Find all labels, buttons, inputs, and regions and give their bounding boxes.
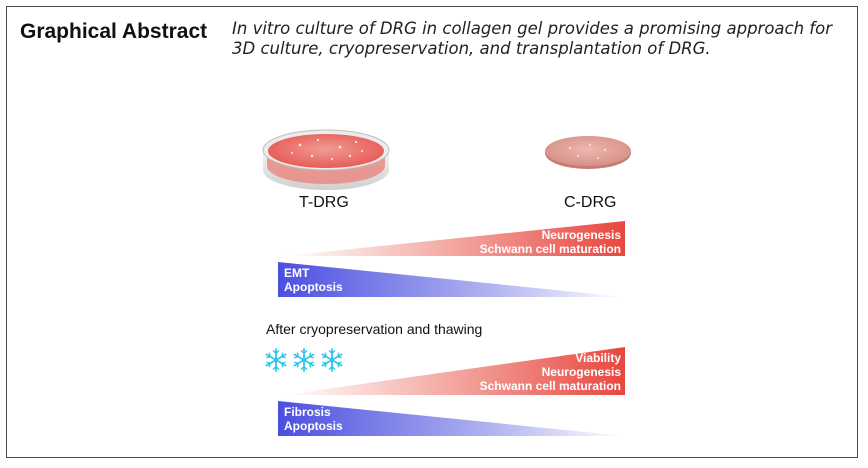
decrease-label: Fibrosis [284, 405, 331, 419]
decrease-label: Apoptosis [284, 419, 343, 433]
decrease-label: EMT [284, 266, 310, 280]
snowflake-icon [265, 348, 287, 372]
increase-wedge-1 [283, 221, 625, 256]
snowflake-icon [321, 348, 343, 372]
t-drg-label: T-DRG [299, 194, 349, 211]
decrease-labels-2: Fibrosis Apoptosis [284, 405, 444, 433]
increase-label: Schwann cell maturation [479, 379, 621, 393]
increase-label: Viability [575, 351, 621, 365]
decrease-label: Apoptosis [284, 280, 343, 294]
page-subtitle: In vitro culture of DRG in collagen gel … [232, 19, 832, 58]
increase-label: Schwann cell maturation [479, 242, 621, 256]
page-title: Graphical Abstract [20, 20, 208, 43]
increase-labels-1: Neurogenesis Schwann cell maturation [420, 228, 621, 256]
section-heading: After cryopreservation and thawing [266, 321, 483, 337]
snowflake-group [265, 348, 343, 372]
decrease-labels-1: EMT Apoptosis [284, 266, 444, 294]
decrease-wedge-2 [278, 401, 625, 436]
increase-wedge-2 [283, 347, 625, 395]
t-drg-dish-icon [262, 129, 390, 190]
increase-label: Neurogenesis [541, 365, 621, 379]
decrease-wedge-1 [278, 262, 625, 297]
c-drg-gel-icon [545, 136, 631, 169]
c-drg-label: C-DRG [564, 194, 617, 211]
increase-label: Neurogenesis [541, 228, 621, 242]
increase-labels-2: Viability Neurogenesis Schwann cell matu… [420, 351, 621, 393]
snowflake-icon [293, 348, 315, 372]
